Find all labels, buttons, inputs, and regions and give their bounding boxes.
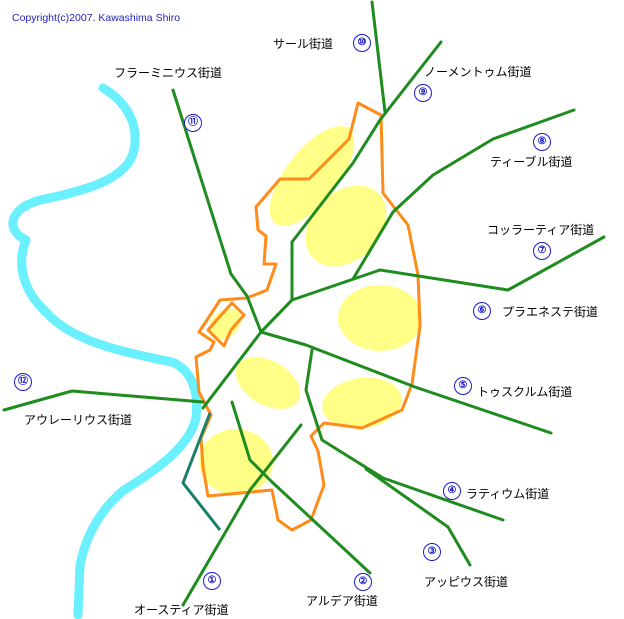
road-2-line [230,400,372,575]
road-10-line [370,0,387,114]
road-number-4: ④ [443,482,461,500]
road-6-line [259,268,510,334]
road-label-9: ノーメントゥム街道 [424,65,532,79]
road-7-line [506,235,606,292]
road-number-8: ⑧ [533,133,551,151]
road-label-5: トゥスクルム街道 [477,385,573,399]
road-3-line [364,467,472,567]
copyright-text: Copyright(c)2007. Kawashima Shiro [12,12,181,24]
road-label-11: フラーミニウス街道 [114,66,223,80]
road-label-7: コッラーティア街道 [487,223,595,237]
road-12-line [2,389,205,412]
road-number-7: ⑦ [533,242,551,260]
road-number-11: ⑪ [184,114,202,132]
road-number-9: ⑨ [414,84,432,102]
district-campus [208,308,242,340]
road-label-10: サール街道 [273,37,334,51]
district-capitol [235,357,301,409]
district-quirinal [305,185,387,267]
tiber-river [8,83,202,619]
road-number-3: ③ [423,543,441,561]
district-caelian [322,377,402,429]
district-aventine [199,429,273,495]
road-number-5: ⑤ [454,377,472,395]
road-label-2: アルデア街道 [306,594,378,608]
road-11-line [171,88,263,334]
district-esquiline [338,285,422,351]
road-number-1: ① [203,572,221,590]
road-5-line [259,330,553,435]
road-label-8: ティーブル街道 [490,155,573,169]
road-number-2: ② [354,573,372,591]
road-label-3: アッピウス街道 [424,575,509,589]
wall-loop [206,301,246,348]
road-label-1: オースティア街道 [134,603,229,617]
road-8-line [351,108,576,281]
road-number-6: ⑥ [473,302,491,320]
road-label-12: アウレーリウス街道 [24,413,133,427]
road-1-branch [181,412,222,531]
road-4-line [304,348,505,522]
road-label-6: プラエネステ街道 [502,305,599,319]
road-number-12: ⑫ [14,373,32,391]
roads [2,0,606,607]
road-label-4: ラティウム街道 [466,487,550,501]
road-number-10: ⑩ [353,34,371,52]
road-1-line [181,423,303,607]
